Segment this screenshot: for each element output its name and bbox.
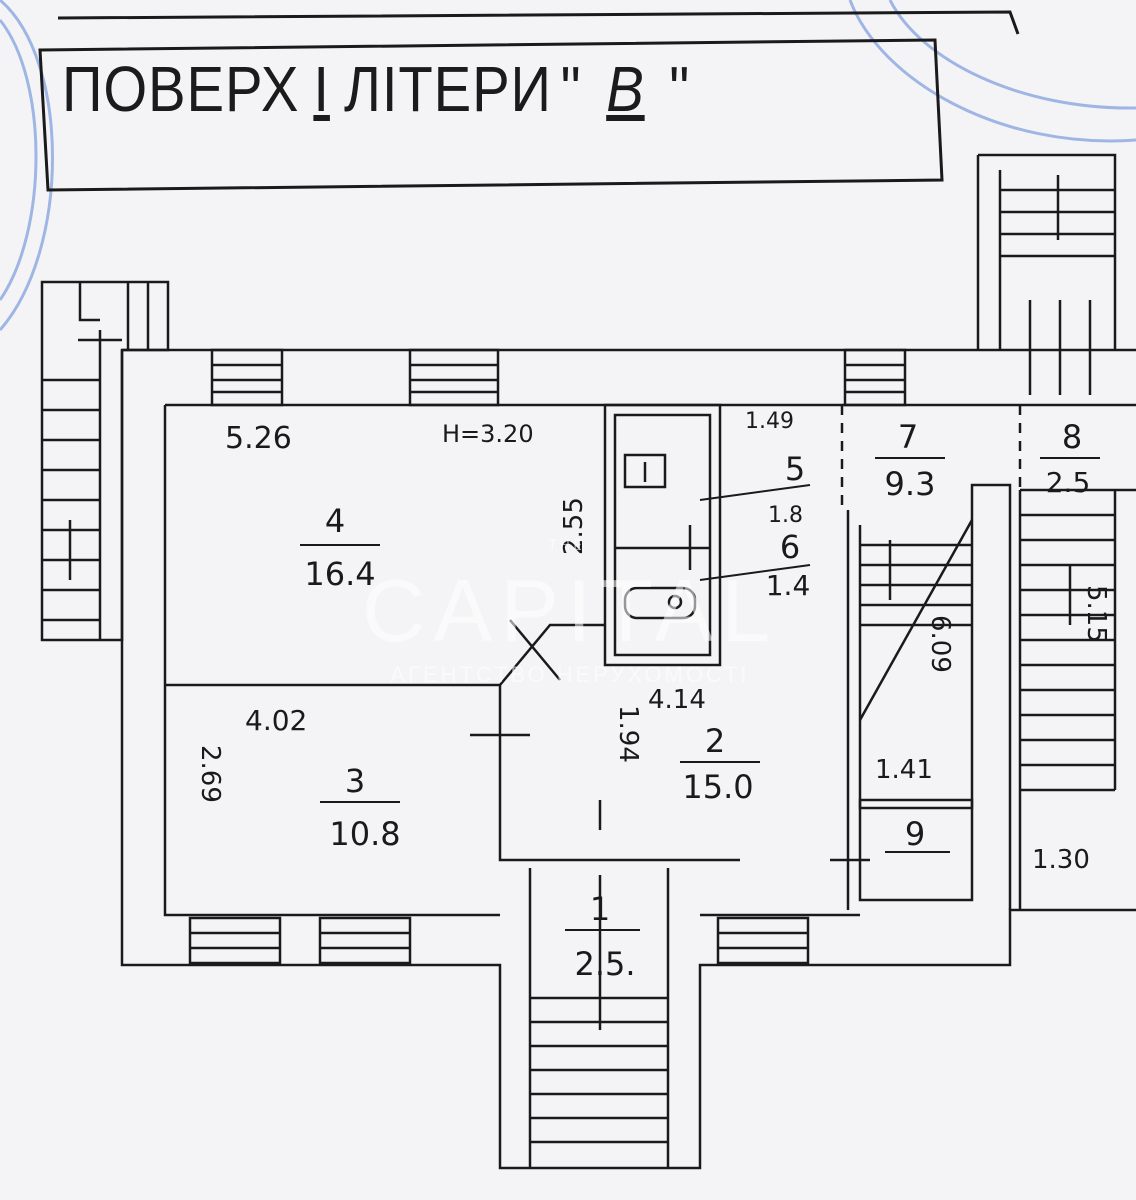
dim-room5-width: 1.49 (745, 409, 794, 434)
dim-stair-length: 6.09 (925, 615, 955, 673)
title-frame (38, 10, 1020, 192)
dim-room4-width: 5.26 (225, 421, 292, 456)
room-3-area: 10.8 (329, 815, 400, 853)
title-quote-close: " (669, 53, 691, 125)
room-2-number: 2 (705, 722, 725, 760)
dim-room3-depth: 2.69 (195, 745, 225, 803)
room-2-area: 15.0 (682, 768, 753, 806)
stamp-right (848, 0, 1136, 143)
room-1-number: 1 (590, 890, 610, 928)
dim-room6-width: 1.8 (768, 503, 803, 528)
dim-ceiling-height: H=3.20 (442, 420, 534, 448)
dim-room3-width: 4.02 (245, 704, 307, 737)
title-quote-open: " (560, 53, 582, 125)
entrance-vestibule (528, 868, 670, 1168)
room-8-number: 8 (1062, 418, 1082, 456)
dim-hall-depth: 1.94 (613, 705, 643, 763)
room-9-number: 9 (905, 815, 925, 853)
room-4-area: 16.4 (304, 555, 375, 593)
left-staircase (40, 280, 170, 642)
bottom-windows (188, 916, 810, 965)
title-prefix: ПОВЕРХ (62, 53, 300, 125)
dim-far-stair-width: 1.30 (1032, 845, 1090, 875)
room-6-area: 1.4 (766, 569, 811, 602)
dim-far-stair-length: 5.15 (1081, 585, 1111, 643)
title-floor-number: I (313, 53, 330, 125)
room-labels: 4 16.4 3 10.8 2 15.0 1 2.5. 5 6 1.4 7 9.… (300, 418, 1100, 983)
door-room4 (499, 619, 605, 686)
room-7-area: 9.3 (885, 465, 936, 503)
title-letter: В (606, 53, 645, 125)
room-5-number: 5 (785, 450, 805, 488)
bathroom-block (603, 403, 722, 667)
top-windows (210, 348, 907, 407)
inner-wall-outline (163, 403, 1136, 917)
room-4-number: 4 (325, 502, 345, 540)
dim-stair-width: 1.41 (875, 755, 933, 785)
room-3-number: 3 (345, 762, 365, 800)
stamp-left (0, 0, 54, 331)
dimension-labels: 5.26 H=3.20 2.55 1.49 1.8 4.14 4.02 2.69… (195, 409, 1111, 875)
outer-wall (120, 348, 1136, 1170)
center-right-staircase (846, 483, 1012, 910)
dim-hall-width: 4.14 (648, 685, 706, 715)
room-7-number: 7 (898, 418, 918, 456)
title-middle: ЛІТЕРИ (343, 53, 552, 125)
wall-room3-hall (498, 685, 740, 862)
room-6-number: 6 (780, 528, 800, 566)
far-right-staircase (1018, 488, 1136, 910)
room-1-area: 2.5. (574, 945, 635, 983)
dim-room4-depth: 2.55 (559, 497, 589, 555)
right-top-staircase (976, 153, 1117, 395)
room-8-area: 2.5 (1046, 466, 1091, 499)
